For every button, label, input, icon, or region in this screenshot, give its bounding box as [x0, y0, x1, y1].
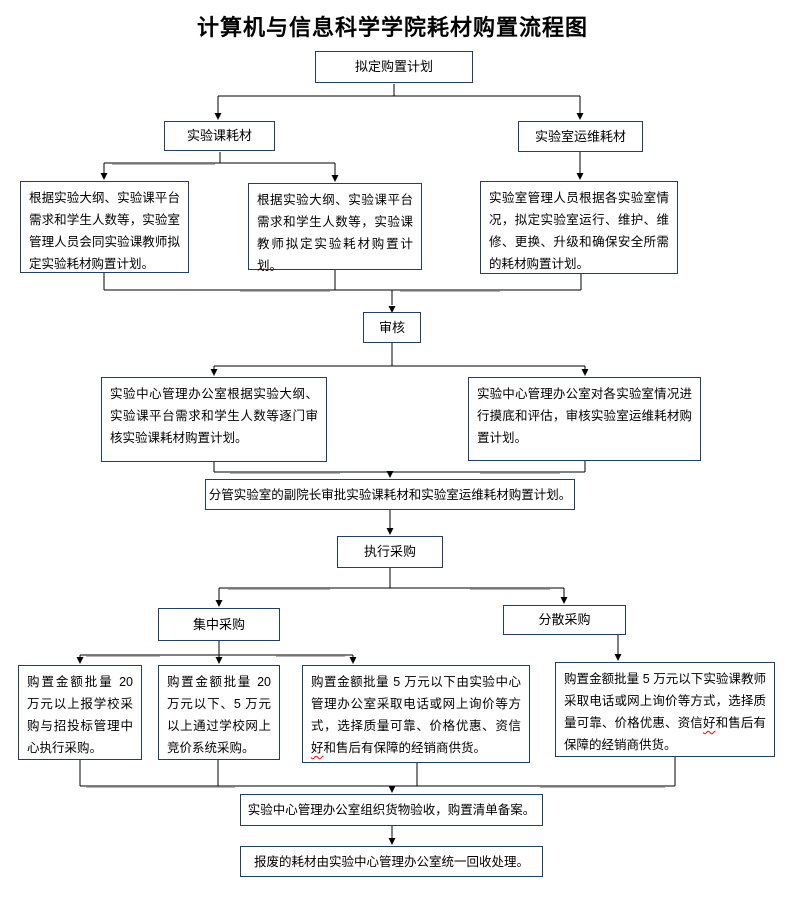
node-review: 审核 — [363, 312, 421, 343]
node-goods-acceptance: 实验中心管理办公室组织货物验收，购置清单备案。 — [240, 794, 543, 826]
spellcheck-marked-text: 好 — [702, 716, 716, 730]
node-review-ops-plan: 实验中心管理办公室对各实验室情况进行摸底和评估，审核实验室运维耗材购置计划。 — [468, 377, 701, 461]
node-text-pre: 购置金额批量 5 万元以下实验课教师采取电话或网上询价等方式，选择质量可靠、价格… — [564, 672, 766, 730]
arrowheads — [76, 113, 622, 845]
node-decentralized-procurement: 分散采购 — [503, 605, 626, 635]
arrowhead-icon — [215, 600, 223, 607]
arrowhead-icon — [388, 786, 396, 793]
arrowhead-icon — [386, 471, 394, 478]
node-label: 实验室运维耗材 — [534, 128, 626, 144]
node-label: 报废的耗材由实验中心管理办公室统一回收处理。 — [253, 854, 529, 869]
page-title: 计算机与信息科学学院耗材购置流程图 — [196, 15, 588, 40]
arrowhead-icon — [388, 838, 396, 845]
node-label: 根据实验大纲、实验课平台需求和学生人数等，实验室管理人员会同实验课教师拟定实验耗… — [29, 191, 180, 271]
node-vice-dean-approval: 分管实验室的副院长审批实验课耗材和实验室运维耗材购置计划。 — [205, 479, 575, 510]
node-course-plan-by-manager: 根据实验大纲、实验课平台需求和学生人数等，实验室管理人员会同实验课教师拟定实验耗… — [20, 181, 189, 273]
node-label: 购置金额批量 20 万元以下、5 万元以上通过学校网上竞价系统采购。 — [167, 675, 271, 755]
node-label: 实验课耗材 — [186, 128, 252, 143]
node-review-course-plan: 实验中心管理办公室根据实验大纲、实验课平台需求和学生人数等逐门审核实验课耗材购置… — [101, 377, 327, 462]
arrowhead-icon — [214, 113, 222, 120]
node-label: 分散采购 — [538, 612, 591, 627]
node-text-pre: 购置金额批量 5 万元以下由实验中心管理办公室采取电话或网上询价等方式，选择质量… — [311, 675, 521, 733]
node-label: 拟定购置计划 — [354, 59, 433, 74]
node-draft-plan: 拟定购置计划 — [315, 51, 473, 83]
node-label: 实验中心管理办公室组织货物验收，购置清单备案。 — [247, 803, 536, 817]
arrowhead-icon — [614, 654, 622, 661]
node-text-post: 和售后有保障的经销商供货。 — [564, 716, 766, 752]
node-lab-operation-consumables: 实验室运维耗材 — [518, 121, 643, 152]
arrowhead-icon — [576, 173, 584, 180]
node-over-200k: 购置金额批量 20 万元以上报学校采购与招投标管理中心执行采购。 — [18, 665, 142, 760]
node-scrap-recycle: 报废的耗材由实验中心管理办公室统一回收处理。 — [240, 846, 543, 877]
node-under-50k-teacher: 购置金额批量 5 万元以下实验课教师采取电话或网上询价等方式，选择质量可靠、价格… — [555, 662, 775, 757]
connector-lines-gray — [86, 163, 665, 788]
arrowhead-icon — [215, 657, 223, 664]
spellcheck-marked-text: 好 — [311, 741, 324, 755]
connector-lines — [79, 84, 676, 839]
node-text-post: 和售后有保障的经销商供货。 — [323, 741, 487, 755]
arrowhead-icon — [576, 113, 584, 120]
node-between-50k-200k: 购置金额批量 20 万元以下、5 万元以上通过学校网上竞价系统采购。 — [158, 665, 280, 760]
node-label: 集中采购 — [192, 616, 245, 632]
node-label: 实验中心管理办公室对各实验室情况进行摸底和评估，审核实验室运维耗材购置计划。 — [477, 387, 692, 445]
node-label: 审核 — [378, 319, 405, 335]
node-ops-plan-by-manager: 实验室管理人员根据各实验室情况，拟定实验室运行、维护、维修、更换、升级和确保安全… — [480, 181, 678, 274]
node-label: 实验中心管理办公室根据实验大纲、实验课平台需求和学生人数等逐门审核实验课耗材购置… — [110, 387, 318, 445]
arrowhead-icon — [331, 175, 339, 182]
node-centralized-procurement: 集中采购 — [158, 608, 280, 641]
node-label: 根据实验大纲、实验课平台需求和学生人数等，实验课教师拟定实验耗材购置计划。 — [257, 193, 413, 273]
arrowhead-icon — [210, 369, 218, 376]
node-label: 执行采购 — [363, 544, 416, 559]
arrowhead-icon — [388, 306, 396, 313]
arrowhead-icon — [349, 657, 357, 664]
arrowhead-icon — [560, 597, 568, 604]
node-course-consumables: 实验课耗材 — [164, 121, 275, 151]
node-under-50k-office: 购置金额批量 5 万元以下由实验中心管理办公室采取电话或网上询价等方式，选择质量… — [302, 665, 530, 763]
node-label: 购置金额批量 20 万元以上报学校采购与招投标管理中心执行采购。 — [27, 675, 133, 755]
node-execute-procurement: 执行采购 — [337, 536, 443, 568]
arrowhead-icon — [76, 657, 84, 664]
arrowhead-icon — [581, 369, 589, 376]
node-label: 分管实验室的副院长审批实验课耗材和实验室运维耗材购置计划。 — [208, 487, 572, 502]
node-course-plan-by-teacher: 根据实验大纲、实验课平台需求和学生人数等，实验课教师拟定实验耗材购置计划。 — [248, 183, 422, 273]
arrowhead-icon — [100, 173, 108, 180]
arrowhead-icon — [386, 528, 394, 535]
node-label: 实验室管理人员根据各实验室情况，拟定实验室运行、维护、维修、更换、升级和确保安全… — [489, 191, 669, 271]
